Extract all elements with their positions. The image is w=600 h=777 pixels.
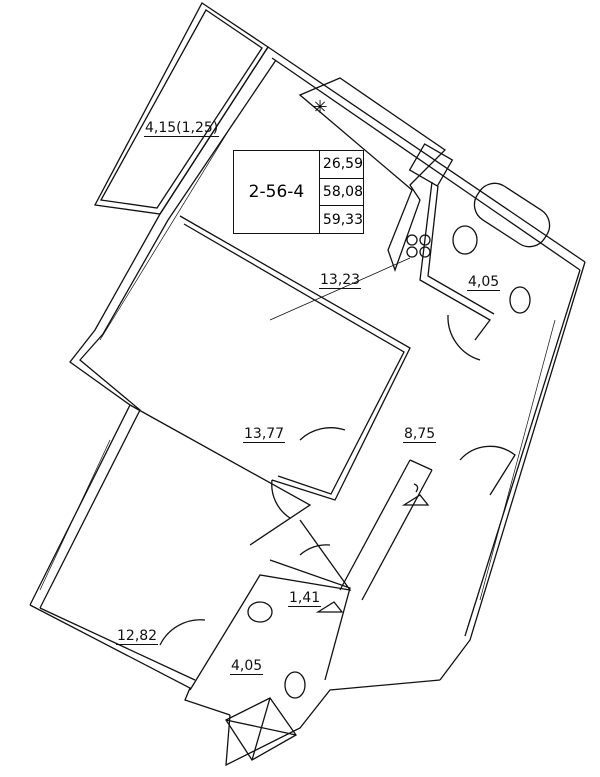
wall-hall-bath2 — [189, 519, 352, 691]
vent-icon: ✳ — [312, 97, 327, 118]
wall-living-bedroom — [179, 215, 411, 501]
door-bath2 — [299, 544, 331, 556]
room-label-bedroom-1: 13,77 — [243, 426, 286, 443]
wall-bath-top — [419, 181, 491, 341]
total-area: 58,08 — [319, 179, 363, 207]
room-label-kitchen-living: 13,23 — [319, 272, 362, 289]
door-bedroom1b — [271, 479, 291, 519]
room-label-hall: 8,75 — [403, 426, 437, 443]
kitchen-counter — [298, 77, 447, 272]
door-entrance — [459, 445, 516, 496]
living-area: 26,59 — [319, 151, 363, 179]
wall-bedroom2 — [129, 404, 312, 546]
door-bath-top — [447, 314, 481, 361]
outer-wall-bottom — [29, 604, 231, 716]
door-bedroom1 — [299, 427, 346, 441]
room-label-bedroom-2: 12,82 — [116, 628, 159, 645]
door-bedroom2 — [159, 619, 206, 646]
room-label-wardrobe: 1,41 — [288, 590, 322, 607]
room-label-balcony: 4,15(1,25) — [144, 120, 220, 137]
total-area-with-balcony: 59,33 — [322, 211, 363, 228]
room-label-bathroom-top: 4,05 — [467, 274, 501, 291]
outer-wall-left — [29, 46, 269, 606]
outer-wall-top — [267, 46, 586, 263]
apartment-info-table: 2-56-4 26,59 58,08 59,33 — [233, 150, 364, 234]
room-label-bathroom-bottom: 4,05 — [230, 658, 264, 675]
apartment-code: 2-56-4 — [234, 151, 320, 233]
wall-wardrobe — [339, 459, 411, 591]
outer-wall-right — [439, 261, 586, 681]
